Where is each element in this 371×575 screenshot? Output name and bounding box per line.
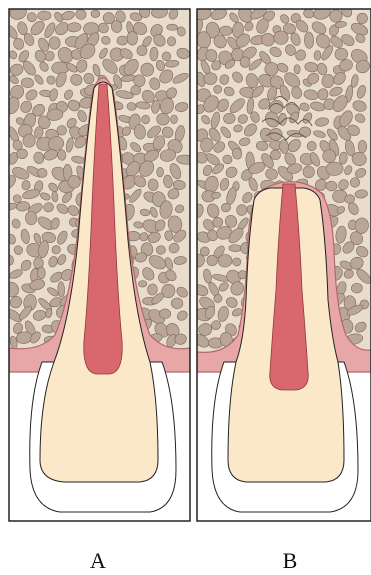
panel-b-label: B xyxy=(270,548,310,574)
trabecula xyxy=(138,280,147,287)
trabecula xyxy=(270,150,280,160)
trabecula xyxy=(229,245,242,252)
trabecula xyxy=(156,245,166,254)
trabecula xyxy=(23,134,36,148)
trabecula xyxy=(91,10,100,18)
panel-b xyxy=(187,4,371,521)
trabecula xyxy=(167,37,176,47)
trabecula xyxy=(223,113,235,124)
trabecula xyxy=(49,37,60,50)
trabecula xyxy=(294,65,301,74)
panel-a xyxy=(0,4,194,521)
trabecula xyxy=(303,166,315,178)
trabecula xyxy=(142,115,150,124)
trabecula xyxy=(157,167,164,177)
trabecula xyxy=(160,309,171,319)
trabecula xyxy=(232,258,241,266)
trabecula xyxy=(351,283,362,293)
trabecula xyxy=(358,140,367,152)
trabecula xyxy=(37,267,45,279)
panel-a-label: A xyxy=(78,548,118,574)
trabecula xyxy=(219,26,232,35)
trabecula xyxy=(52,62,69,74)
trabecula xyxy=(240,57,250,68)
trabecula xyxy=(299,127,310,137)
trabecula xyxy=(130,85,141,95)
trabecula xyxy=(326,162,344,176)
trabecula xyxy=(314,51,321,61)
trabecula xyxy=(38,11,52,20)
